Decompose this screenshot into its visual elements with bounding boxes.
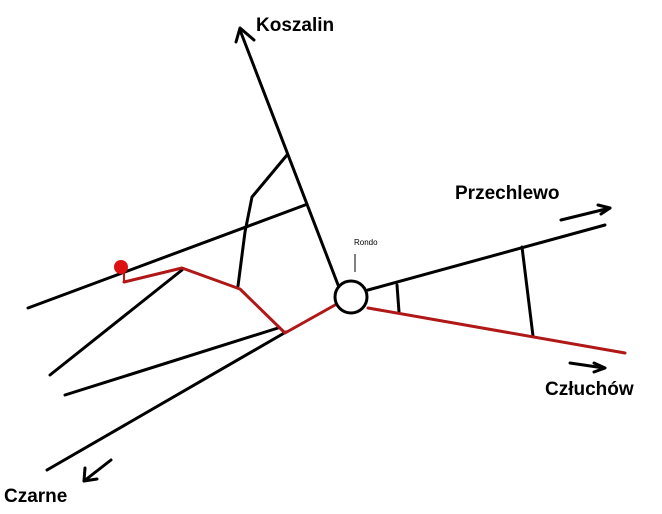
label-rondo: Rondo: [354, 238, 378, 247]
map-pin-icon[interactable]: [114, 260, 128, 282]
roundabout-circle-icon: [333, 279, 369, 315]
road-north-branch: [236, 153, 289, 288]
route-west: [122, 266, 337, 335]
label-czarne: Czarne: [4, 486, 67, 507]
roads: [26, 28, 607, 472]
arrow-koszalin-icon: [234, 26, 256, 44]
label-przechlewo: Przechlewo: [455, 183, 560, 204]
route-czluchow: [366, 306, 627, 355]
road-west-middle: [48, 268, 184, 377]
arrow-czarne-icon: [82, 458, 113, 483]
road-connector-east-2: [520, 245, 535, 338]
arrow-czluchow-icon: [568, 361, 607, 374]
road-west-upper: [26, 203, 307, 310]
label-czluchow: Człuchów: [545, 379, 634, 400]
arrow-przechlewo-icon: [559, 203, 612, 222]
road-west-lower: [63, 326, 280, 397]
road-koszalin: [238, 28, 342, 292]
highlighted-route: [122, 266, 627, 355]
road-przechlewo: [366, 223, 607, 292]
road-connector-east-1: [395, 283, 401, 314]
road-czarne: [45, 330, 288, 472]
label-koszalin: Koszalin: [256, 15, 334, 36]
